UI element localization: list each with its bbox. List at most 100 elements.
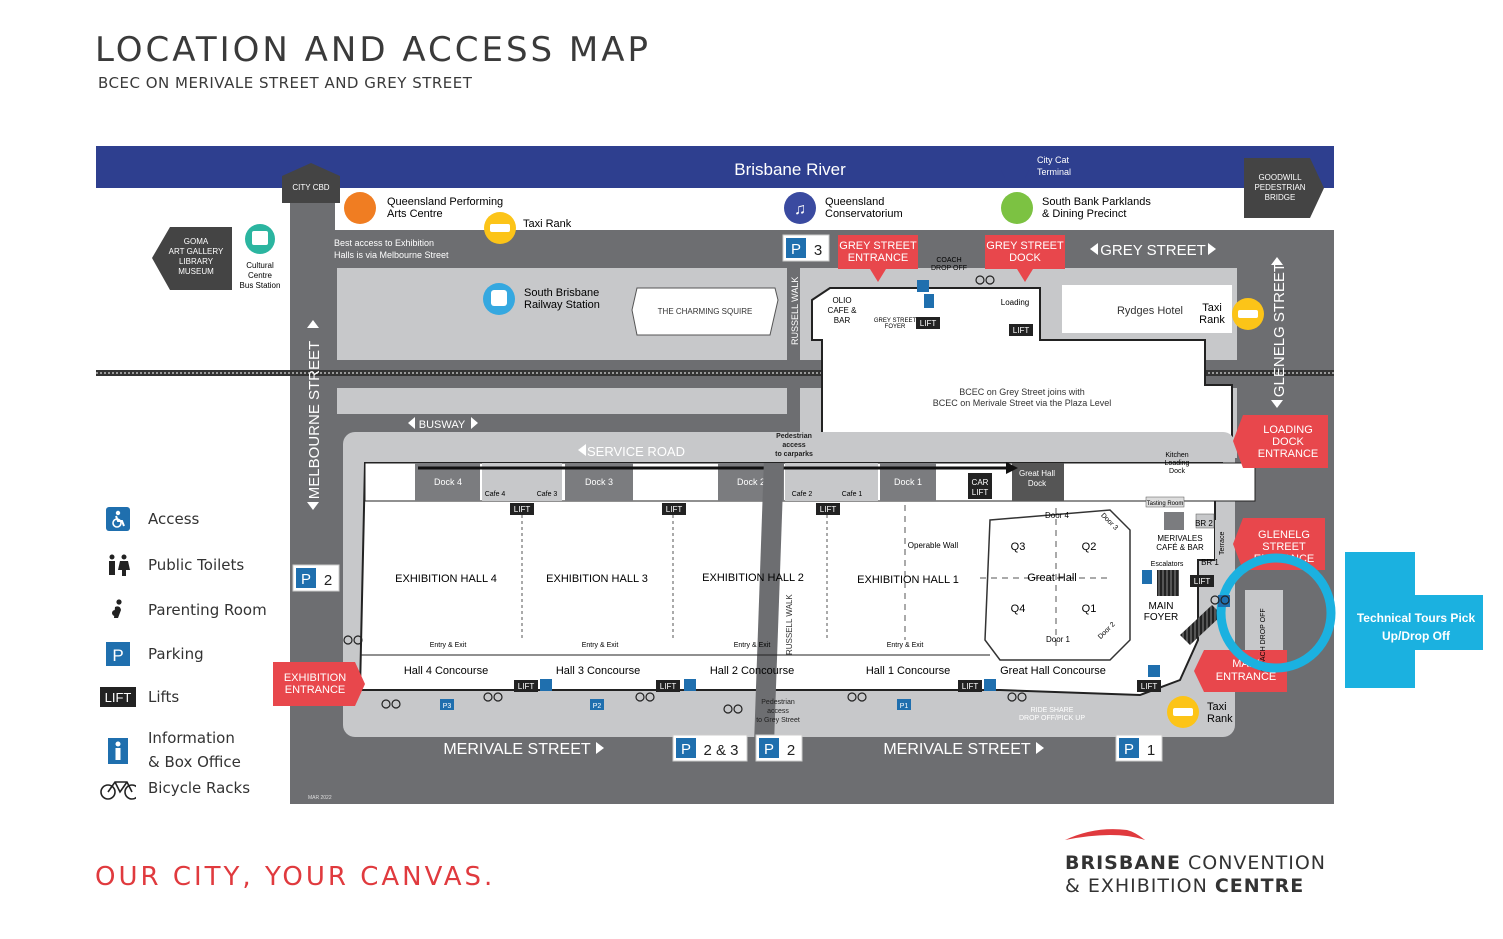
- conservatorium-label: Queensland: [825, 196, 884, 208]
- great-hall-q4: Q4: [1011, 603, 1026, 615]
- svg-text:ENTRANCE: ENTRANCE: [1258, 448, 1319, 460]
- svg-text:DROP OFF: DROP OFF: [931, 265, 967, 272]
- ferry-icon: [1001, 170, 1029, 178]
- svg-text:EXHIBITION: EXHIBITION: [284, 672, 346, 684]
- city-cat-label: City Cat: [1037, 155, 1070, 165]
- dock-4-label: Dock 4: [434, 477, 462, 487]
- svg-text:LIFT: LIFT: [1141, 682, 1158, 691]
- svg-text:2: 2: [787, 742, 795, 759]
- p3-marker: P3: [443, 703, 452, 710]
- pedestrian-grey-label: Pedestrian: [761, 699, 795, 706]
- dock-1-label: Dock 1: [894, 477, 922, 487]
- svg-text:access: access: [767, 708, 789, 715]
- parking-3-sign[interactable]: P 3: [782, 234, 830, 262]
- bcec-logo: BRISBANE CONVENTION & EXHIBITION CENTRE: [1065, 826, 1335, 897]
- parking-1-sign[interactable]: P 1: [1115, 734, 1163, 762]
- technical-tours-label: Technical Tours Pick: [1357, 611, 1476, 625]
- svg-text:access: access: [782, 442, 805, 449]
- information-icon: [100, 726, 136, 776]
- river-label: Brisbane River: [734, 160, 846, 179]
- p1-marker: P1: [900, 703, 909, 710]
- svg-text:CAFÉ & BAR: CAFÉ & BAR: [1156, 543, 1204, 552]
- merivale-street-label-east: MERIVALE STREET: [883, 741, 1031, 758]
- music-note-icon: [784, 192, 816, 224]
- exhibition-hall-1: EXHIBITION HALL 1: [857, 574, 959, 586]
- info-icon-main: [1142, 570, 1152, 584]
- goma-marker: [152, 227, 232, 290]
- legend-lifts-label: Lifts: [148, 688, 180, 706]
- legend-information: Information & Box Office: [100, 726, 241, 776]
- svg-text:2: 2: [324, 572, 332, 589]
- svg-text:FOYER: FOYER: [1144, 612, 1178, 623]
- svg-text:Loading: Loading: [1165, 460, 1190, 467]
- legend-toilets: Public Toilets: [100, 552, 244, 578]
- legend-parenting-label: Parenting Room: [148, 601, 267, 619]
- svg-text:3: 3: [814, 242, 822, 259]
- merivales-label: MERIVALES: [1157, 534, 1202, 543]
- bcec-grey-street-building: [811, 287, 1233, 471]
- parking-2-west-sign[interactable]: P 2: [292, 564, 340, 592]
- access-markers: [540, 280, 1230, 691]
- svg-text:ENTRANCE: ENTRANCE: [1216, 671, 1277, 683]
- logo-word-brisbane: BRISBANE: [1065, 852, 1181, 874]
- russell-walk-lower: [754, 463, 784, 738]
- parking-2-3-sign[interactable]: P 2 & 3: [672, 734, 748, 762]
- glenelg-street-label: GLENELG STREET: [1271, 263, 1288, 397]
- svg-text:DOCK: DOCK: [1272, 436, 1304, 448]
- door-1-label: Door 1: [1046, 635, 1071, 644]
- qpac-label: Queensland Performing: [387, 196, 503, 208]
- svg-text:LIBRARY: LIBRARY: [179, 257, 214, 266]
- svg-text:Up/Drop Off: Up/Drop Off: [1382, 629, 1451, 643]
- svg-text:P: P: [1124, 741, 1134, 758]
- legend-parking: P Parking: [100, 641, 204, 667]
- rydges-hotel: [1062, 285, 1232, 333]
- escalators-label: Escalators: [1151, 561, 1184, 568]
- svg-text:LIFT: LIFT: [1013, 326, 1030, 335]
- lift-markers: LIFT LIFT LIFT LIFT LIFT LIFT LIFT LIFT …: [510, 317, 1214, 692]
- svg-text:P: P: [764, 741, 774, 758]
- pedestrian-access-label: Pedestrian: [776, 433, 812, 440]
- park-icon: [1001, 192, 1033, 224]
- parenting-room-icon: [100, 597, 136, 623]
- technical-tours-highlight: [1216, 553, 1336, 673]
- cafe-4-label: Cafe 4: [485, 491, 506, 498]
- logo-swoosh-icon: [1065, 829, 1145, 840]
- dock-3-label: Dock 3: [585, 477, 613, 487]
- page-subtitle: BCEC ON MERIVALE STREET AND GREY STREET: [98, 74, 473, 92]
- toilets-icon: [100, 552, 136, 578]
- svg-text:Arts Centre: Arts Centre: [387, 208, 443, 220]
- svg-text:BAR: BAR: [834, 316, 851, 325]
- svg-text:GREY STREET: GREY STREET: [839, 240, 917, 252]
- exhibition-hall-4: EXHIBITION HALL 4: [395, 573, 497, 585]
- svg-text:GREY STREET: GREY STREET: [986, 240, 1064, 252]
- parking-2-sign[interactable]: P 2: [755, 734, 803, 762]
- logo-word-centre: CENTRE: [1214, 875, 1305, 897]
- page-title: LOCATION AND ACCESS MAP: [95, 30, 652, 70]
- rydges-label: Rydges Hotel: [1117, 305, 1183, 317]
- taxi-rank-right-label: Taxi: [1202, 302, 1222, 314]
- svg-text:Rank: Rank: [1199, 314, 1225, 326]
- svg-text:1: 1: [1147, 742, 1155, 759]
- great-hall-label: Great Hall: [1027, 572, 1077, 584]
- svg-text:GLENELG: GLENELG: [1258, 529, 1310, 541]
- svg-text:LIFT: LIFT: [514, 505, 531, 514]
- legend-lifts: LIFT Lifts: [100, 684, 179, 710]
- svg-text:CAFE &: CAFE &: [828, 306, 858, 315]
- olio-label: OLIO: [832, 296, 851, 305]
- svg-text:ART GALLERY: ART GALLERY: [169, 247, 224, 256]
- goodwill-label: GOODWILL: [1258, 173, 1302, 182]
- taxi-rank-top-label: Taxi Rank: [523, 218, 572, 230]
- door-4-label: Door 4: [1045, 511, 1070, 520]
- legend-parking-label: Parking: [148, 645, 204, 663]
- svg-text:Great Hall: Great Hall: [1019, 469, 1055, 478]
- svg-text:LIFT: LIFT: [660, 682, 677, 691]
- bcec-join-line1: BCEC on Grey Street joins with: [959, 387, 1085, 397]
- svg-text:STREET: STREET: [1262, 541, 1306, 553]
- entry-exit-hall-2: Entry & Exit: [734, 642, 771, 649]
- info-icon-grey: [924, 294, 934, 308]
- grey-street-entrance-sign: GREY STREET ENTRANCE: [838, 235, 918, 282]
- exhibition-entrance-sign: EXHIBITION ENTRANCE: [273, 662, 365, 706]
- parking-icon: P: [100, 641, 136, 667]
- legend-access-label: Access: [148, 510, 200, 528]
